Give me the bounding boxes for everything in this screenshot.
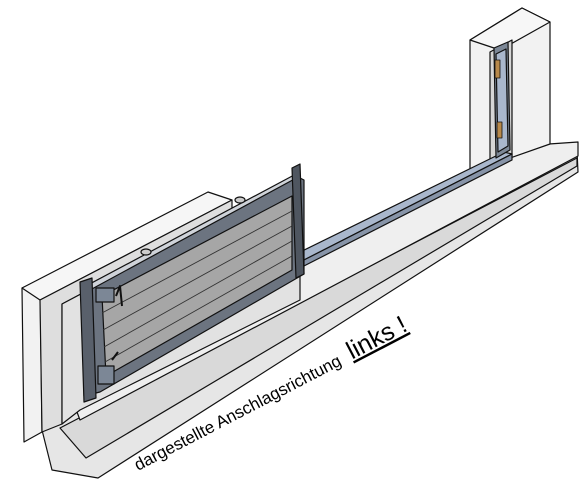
hinge-post bbox=[79, 277, 97, 403]
post-latch-upper bbox=[494, 59, 501, 79]
hinge-lower bbox=[97, 365, 115, 385]
handle-lower bbox=[111, 351, 119, 361]
handle bbox=[115, 285, 123, 307]
caption-emphasis: links ! bbox=[342, 311, 412, 365]
lug-left bbox=[140, 248, 152, 256]
hinge-upper bbox=[95, 287, 115, 303]
panel-slats bbox=[101, 210, 293, 363]
gate-panel bbox=[101, 195, 293, 377]
right-pillar-top bbox=[469, 7, 551, 51]
lug-right bbox=[234, 196, 246, 204]
post-latch-lower bbox=[496, 121, 503, 139]
left-pillar-front bbox=[21, 279, 43, 443]
gate-end-post bbox=[291, 163, 305, 279]
